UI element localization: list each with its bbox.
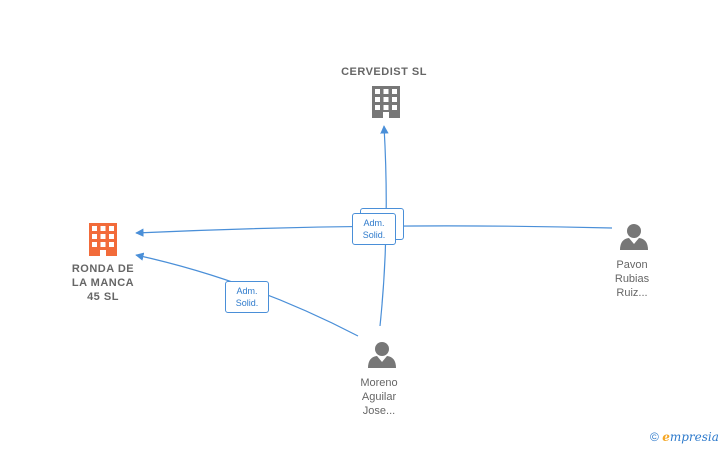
person-name-line: Pavon: [616, 259, 648, 271]
company-label-ronda[interactable]: RONDA DE LA MANCA 45 SL: [48, 262, 158, 304]
person-icon[interactable]: [368, 342, 396, 368]
person-name-line: Ruiz...: [616, 287, 648, 299]
copyright-icon: ©: [650, 430, 659, 444]
person-label-moreno[interactable]: Moreno Aguilar Jose...: [339, 376, 419, 418]
badge-role-line: Solid.: [362, 230, 386, 240]
edge-badge-moreno-ronda[interactable]: Adm. Solid.: [225, 281, 269, 313]
person-name-line: Jose...: [362, 405, 396, 417]
edge-badge-pavon-ronda[interactable]: Adm. Solid.: [352, 213, 396, 245]
brand-name: mpresia: [669, 430, 719, 444]
company-name: CERVEDIST SL: [341, 66, 427, 78]
badge-role-line: Solid.: [235, 298, 259, 308]
brand-initial: e: [662, 430, 670, 444]
badge-role-line: Adm.: [236, 286, 258, 296]
company-name-line: 45 SL: [87, 291, 119, 303]
company-name-line: LA MANCA: [71, 277, 135, 289]
person-label-pavon[interactable]: Pavon Rubias Ruiz...: [592, 258, 672, 300]
building-icon[interactable]: [372, 86, 400, 118]
person-name-line: Moreno: [360, 377, 398, 389]
person-name-line: Rubias: [614, 273, 650, 285]
person-name-line: Aguilar: [361, 391, 397, 403]
badge-role-line: Adm.: [363, 218, 385, 228]
brand-watermark: © empresia: [650, 430, 719, 444]
company-name-line: RONDA DE: [71, 263, 135, 275]
company-label-cervedist[interactable]: CERVEDIST SL: [314, 65, 454, 79]
building-icon[interactable]: [89, 223, 117, 256]
person-icon[interactable]: [620, 224, 648, 250]
